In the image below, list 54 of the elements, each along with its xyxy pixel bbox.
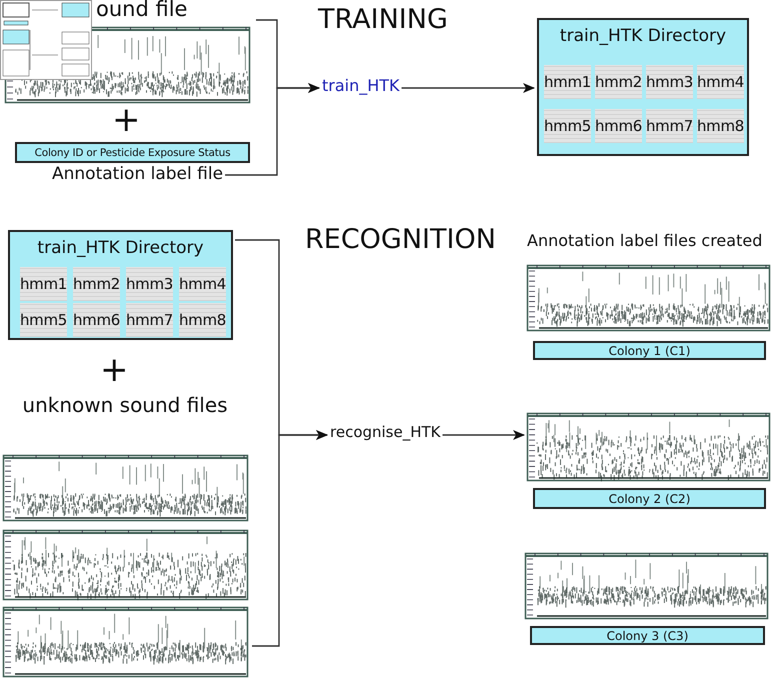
plus-sign: + [100,350,128,390]
file-tile [544,109,591,143]
process-label: train_HTK [322,76,400,95]
file-name: hmm5 [544,117,592,135]
label-box: Colony 2 (C2) [533,488,766,509]
file-name: hmm2 [594,73,642,91]
file-name: hmm7 [646,117,694,135]
file-tile [179,303,226,337]
arrow [252,430,328,647]
label-box: Colony 1 (C1) [533,341,766,360]
file-name: hmm6 [594,117,642,135]
file-name: hmm3 [646,73,694,91]
file-tile [544,65,591,99]
file-name: hmm4 [696,73,744,91]
file-tile [73,303,120,337]
file-heading: unknown sound files [21,393,229,417]
plus-sign: + [112,100,140,140]
arrow [402,83,535,93]
section-title: TRAINING [318,4,448,35]
file-tile [595,65,642,99]
file-name: hmm3 [126,275,174,293]
file-tile [126,267,173,301]
file-name: hmm6 [72,311,120,329]
file-tile [697,65,744,99]
file-name: hmm1 [20,275,68,293]
file-name: hmm8 [178,311,226,329]
arrow [442,430,525,440]
file-tile [20,267,67,301]
directory-box [537,18,749,156]
file-name: hmm5 [20,311,68,329]
directory-title: train_HTK Directory [36,238,205,258]
process-label: recognise_HTK [330,423,441,441]
label-box: Colony ID or Pesticide Exposure Status [15,142,250,163]
file-name: hmm1 [544,73,592,91]
file-name: hmm8 [696,117,744,135]
file-name: hmm4 [178,275,226,293]
process-label: Annotation label file [52,164,224,184]
arrow [225,83,320,176]
file-tile [646,109,693,143]
directory-title: train_HTK Directory [558,26,728,46]
file-name: hmm2 [72,275,120,293]
file-tile [646,65,693,99]
file-tile [20,303,67,337]
file-tile [126,303,173,337]
file-heading: ound file [96,0,188,21]
section-title: RECOGNITION [305,224,496,255]
file-tile [697,109,744,143]
directory-box [8,230,233,340]
file-tile [179,267,226,301]
column-heading: Annotation label files created [527,231,762,250]
file-tile [73,267,120,301]
file-name: hmm7 [126,311,174,329]
file-tile [595,109,642,143]
label-box: Colony 3 (C3) [530,626,765,645]
